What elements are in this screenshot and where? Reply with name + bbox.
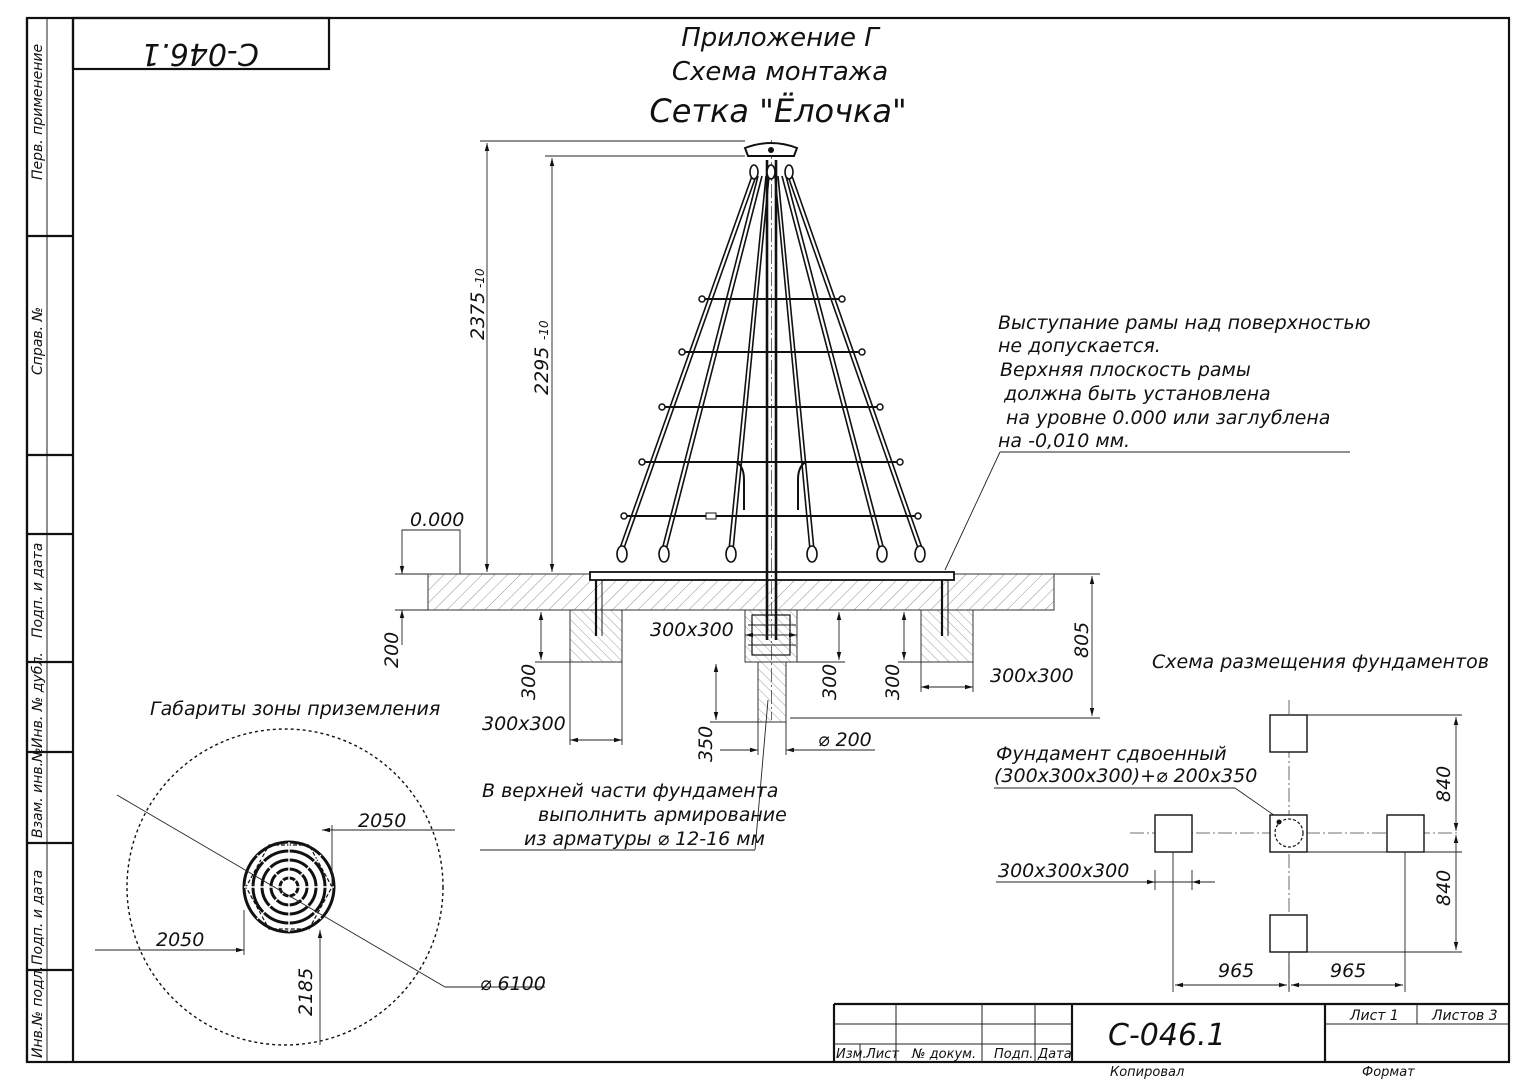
elevation-view xyxy=(427,140,1055,723)
tb-sheets: Листов 3 xyxy=(1431,1008,1498,1024)
margin-vzam-inv: Взам. инв.№ xyxy=(30,747,46,838)
dim-sq-right: 300х300 xyxy=(990,665,1074,687)
sheet-frame xyxy=(25,16,1511,1064)
tb-sheet: Лист 1 xyxy=(1349,1008,1399,1024)
dim-2050-top: 2050 xyxy=(358,810,406,832)
margin-sprav-no: Справ. № xyxy=(30,307,46,375)
dim-2185: 2185 xyxy=(295,968,317,1016)
rebar-note: В верхней части фундамента выполнить арм… xyxy=(482,780,787,850)
rebar-note-line-1: В верхней части фундамента xyxy=(482,780,778,802)
margin-inv-dubl: Инв. № дубл. xyxy=(30,652,46,748)
dim-h-frame: 2295 xyxy=(531,347,553,395)
tb-code: С-046.1 xyxy=(1108,1018,1226,1053)
elevation-dimension-texts: 2375 -10 2295 -10 0.000 200 805 300 300 … xyxy=(381,268,1093,762)
dim-200: 200 xyxy=(381,632,403,668)
landing-zone-view: Габариты зоны приземления 2050 2050 2185… xyxy=(95,698,546,1046)
frame-note-line-2: не допускается. xyxy=(998,335,1161,357)
dim-sq-left: 300х300 xyxy=(482,713,566,735)
frame-note-line-5: на уровне 0.000 или заглублена xyxy=(1006,407,1330,429)
dim-805: 805 xyxy=(1071,622,1093,658)
tb-data: Дата xyxy=(1037,1047,1072,1062)
dim-cube: 300х300х300 xyxy=(998,860,1129,882)
dim-300-right: 300 xyxy=(882,664,904,700)
title-product: Сетка "Ёлочка" xyxy=(649,92,906,130)
title-scheme: Схема монтажа xyxy=(672,57,888,87)
sheet-code-rotated: С-046.1 xyxy=(141,36,259,71)
foundation-layout-view: Схема размещения фундаментов Фундамент с… xyxy=(994,651,1489,992)
tb-format: Формат xyxy=(1362,1065,1415,1080)
dim-840-top: 840 xyxy=(1433,766,1455,802)
rebar-note-line-2: выполнить армирование xyxy=(538,804,787,826)
dim-840-bottom: 840 xyxy=(1433,870,1455,906)
dim-2050-left: 2050 xyxy=(156,929,204,951)
double-foundation-line-1: Фундамент сдвоенный xyxy=(996,743,1227,765)
tb-kopiroval: Копировал xyxy=(1110,1065,1184,1080)
dim-h-frame-tol: -10 xyxy=(537,320,551,340)
margin-perv-primenenie: Перв. применение xyxy=(30,44,46,180)
title-appendix: Приложение Г xyxy=(681,23,881,53)
margin-podp-data-bottom: Подп. и дата xyxy=(30,870,46,965)
dim-h-total: 2375 xyxy=(467,292,489,340)
landing-zone-title: Габариты зоны приземления xyxy=(150,698,440,720)
frame-note-line-4: должна быть установлена xyxy=(1003,383,1271,405)
dim-phi6100: ⌀ 6100 xyxy=(480,973,546,995)
foundation-layout-title: Схема размещения фундаментов xyxy=(1152,651,1489,673)
tb-doc-no: № докум. xyxy=(911,1047,976,1062)
tb-podp: Подп. xyxy=(994,1047,1033,1062)
dim-350: 350 xyxy=(695,726,717,762)
tb-list: Лист xyxy=(865,1047,899,1062)
dim-phi200: ⌀ 200 xyxy=(818,729,872,751)
margin-podp-data-top: Подп. и дата xyxy=(30,543,46,638)
dim-300-left: 300 xyxy=(518,664,540,700)
frame-note-line-3: Верхняя плоскость рамы xyxy=(1000,359,1251,381)
double-foundation-line-2: (300х300х300)+⌀ 200х350 xyxy=(994,765,1257,787)
rebar-note-line-3: из арматуры ⌀ 12-16 мм xyxy=(524,828,765,850)
dim-h-total-tol: -10 xyxy=(473,268,487,288)
margin-labels: Перв. применение Справ. № Подп. и дата И… xyxy=(30,44,46,1058)
frame-note-line-1: Выступание рамы над поверхностью xyxy=(998,312,1371,334)
frame-note: Выступание рамы над поверхностью не допу… xyxy=(998,312,1371,452)
frame-note-line-6: на -0,010 мм. xyxy=(998,430,1130,452)
elevation-dimensions xyxy=(395,140,1350,851)
dim-965-left: 965 xyxy=(1218,960,1254,982)
level-mark: 0.000 xyxy=(410,509,464,531)
margin-inv-podl: Инв.№ подл. xyxy=(30,966,46,1058)
dim-300-mid: 300 xyxy=(819,664,841,700)
tb-izm: Изм. xyxy=(836,1047,867,1062)
dim-965-right: 965 xyxy=(1330,960,1366,982)
dim-sq-top: 300х300 xyxy=(650,619,734,641)
title-block: Изм. Лист № докум. Подп. Дата С-046.1 Ли… xyxy=(832,1002,1509,1080)
